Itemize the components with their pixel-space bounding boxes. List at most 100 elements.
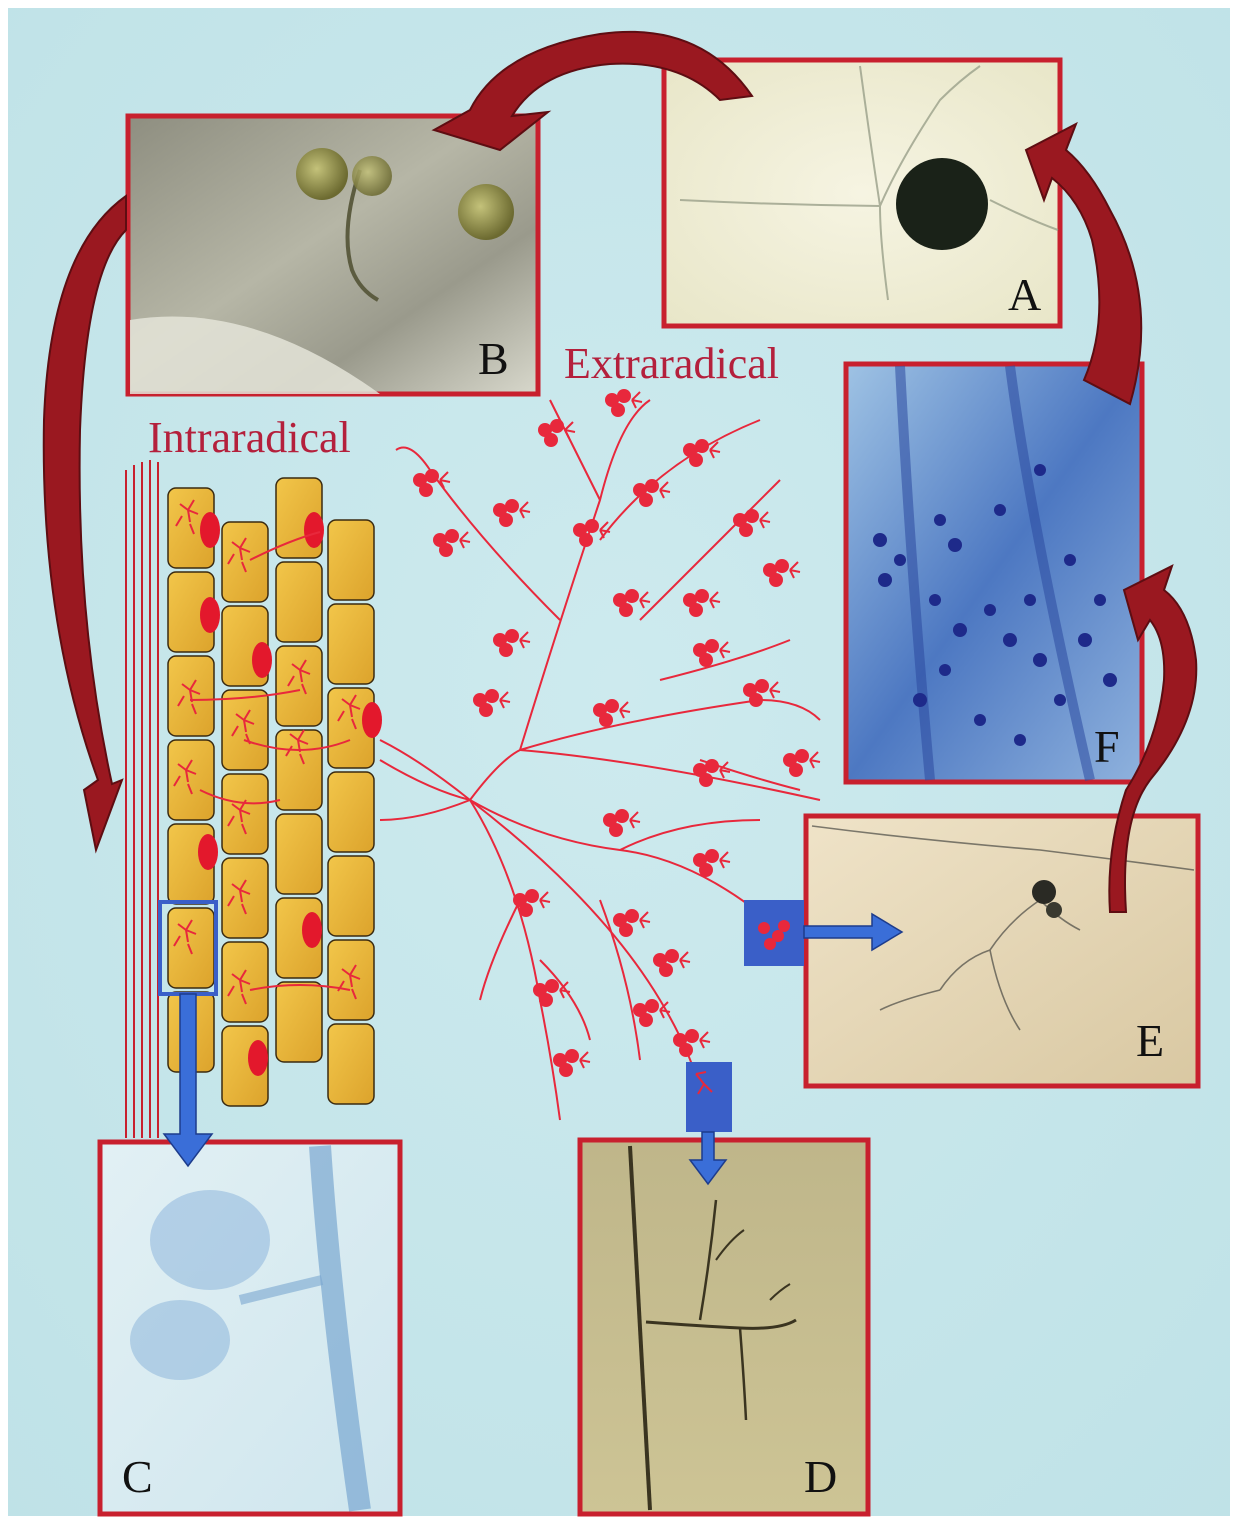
spore <box>689 453 703 467</box>
spore <box>749 693 763 707</box>
spore <box>699 653 713 667</box>
spore <box>505 499 519 513</box>
cell-vesicle <box>248 1040 268 1076</box>
spore <box>611 403 625 417</box>
spore <box>550 419 564 433</box>
spore <box>685 1029 699 1043</box>
spore <box>699 863 713 877</box>
panel-a-letter: A <box>1008 269 1041 320</box>
spore <box>479 703 493 717</box>
spore <box>645 999 659 1013</box>
spore <box>499 513 513 527</box>
spore <box>625 589 639 603</box>
spore <box>609 823 623 837</box>
panel-e: E <box>806 816 1198 1086</box>
spore <box>795 749 809 763</box>
spore <box>739 523 753 537</box>
root-cell <box>222 774 268 854</box>
spore <box>579 533 593 547</box>
spore <box>679 1043 693 1057</box>
spore <box>639 1013 653 1027</box>
spore <box>544 433 558 447</box>
spore <box>559 1063 573 1077</box>
spore <box>519 903 533 917</box>
panel-b-letter: B <box>478 333 509 384</box>
spore <box>545 979 559 993</box>
panel-f: F <box>846 364 1142 782</box>
spore <box>625 909 639 923</box>
spore <box>705 639 719 653</box>
spore <box>619 923 633 937</box>
spore <box>615 809 629 823</box>
spore <box>665 949 679 963</box>
panel-e-letter: E <box>1136 1015 1164 1066</box>
spore <box>699 773 713 787</box>
root-cell <box>328 520 374 600</box>
spore <box>605 699 619 713</box>
cell-vesicle <box>200 512 220 548</box>
spore <box>775 559 789 573</box>
spore <box>659 963 673 977</box>
spore <box>485 689 499 703</box>
spore <box>565 1049 579 1063</box>
cell-vesicle <box>362 702 382 738</box>
spore <box>425 469 439 483</box>
spore <box>645 479 659 493</box>
spore <box>499 643 513 657</box>
spore <box>445 529 459 543</box>
spore <box>769 573 783 587</box>
spore <box>695 439 709 453</box>
root-cell <box>222 858 268 938</box>
highlight-box-branched-hyphae <box>686 1062 732 1132</box>
spore <box>505 629 519 643</box>
cell-vesicle <box>304 512 324 548</box>
panel-c: C <box>100 1142 400 1514</box>
panel-b: B <box>128 116 538 394</box>
spore <box>617 389 631 403</box>
extraradical-heading: Extraradical <box>564 339 779 388</box>
panel-b-spore-right <box>458 184 514 240</box>
panel-c-letter: C <box>122 1451 153 1502</box>
panel-e-spore-large <box>1032 880 1056 904</box>
spore <box>419 483 433 497</box>
spore <box>619 603 633 617</box>
panel-e-spore-small <box>1046 902 1062 918</box>
panel-d: D <box>580 1140 868 1514</box>
root-cell <box>328 1024 374 1104</box>
spore <box>758 922 770 934</box>
spore <box>755 679 769 693</box>
root-cell <box>168 740 214 820</box>
panel-f-letter: F <box>1094 721 1120 772</box>
cell-vesicle <box>198 834 218 870</box>
spore <box>789 763 803 777</box>
spore <box>525 889 539 903</box>
spore <box>639 493 653 507</box>
root-cell <box>276 814 322 894</box>
spore <box>689 603 703 617</box>
spore <box>705 849 719 863</box>
root-cell <box>276 646 322 726</box>
root-cell <box>328 604 374 684</box>
spore <box>439 543 453 557</box>
spore <box>705 759 719 773</box>
cell-vesicle <box>252 642 272 678</box>
spore <box>585 519 599 533</box>
panel-a-spore <box>896 158 988 250</box>
panel-f-photo <box>846 364 1142 782</box>
cell-vesicle <box>200 597 220 633</box>
root-cell <box>328 772 374 852</box>
root-cell <box>276 982 322 1062</box>
spore <box>599 713 613 727</box>
spore <box>745 509 759 523</box>
panel-b-spore-left <box>296 148 348 200</box>
root-cell <box>276 562 322 642</box>
spore <box>695 589 709 603</box>
spore <box>764 938 776 950</box>
panel-d-letter: D <box>804 1451 837 1502</box>
spore <box>778 920 790 932</box>
cell-vesicle <box>302 912 322 948</box>
intraradical-heading: Intraradical <box>148 413 351 462</box>
root-cell <box>328 856 374 936</box>
